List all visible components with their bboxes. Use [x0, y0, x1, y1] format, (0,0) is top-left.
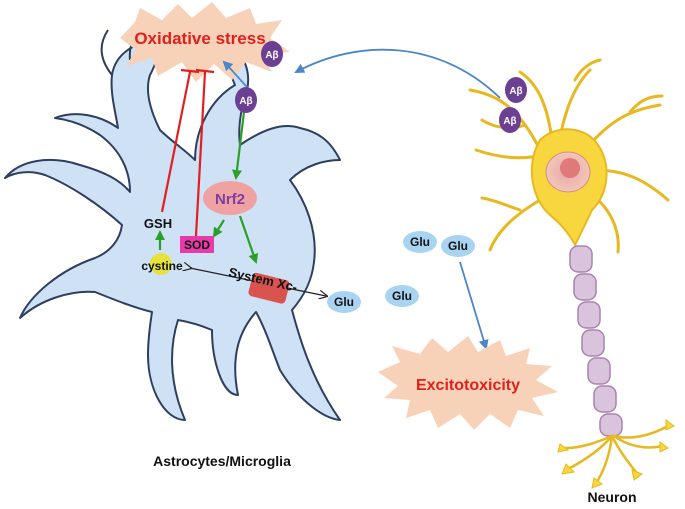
system-xc-transporter [248, 272, 290, 304]
glu-label: Glu [392, 289, 412, 303]
excitotoxicity-burst [378, 336, 558, 430]
glu-molecule: Glu [385, 285, 419, 307]
glu-label: Glu [410, 235, 430, 249]
abeta-badge-neuron-2: Aβ [499, 107, 521, 133]
axon-terminal-buttons [557, 419, 675, 489]
glu-to-excitotoxicity-arrow [459, 261, 489, 350]
glu-molecule: Glu [327, 291, 361, 313]
abeta-badge-cell: Aβ [235, 87, 257, 113]
inhibition-lines [160, 68, 215, 237]
nrf2-label: Nrf2 [215, 191, 245, 208]
cystine-label: cystine [141, 259, 183, 273]
abeta-to-stress-arrow [222, 60, 249, 89]
astrocytes-microglia-caption: Astrocytes/Microglia [153, 453, 291, 469]
glu-label: Glu [334, 295, 354, 309]
abeta-badge-top: Aβ [261, 41, 283, 67]
activation-arrows [155, 111, 259, 264]
nrf2-node: Nrf2 [203, 181, 257, 215]
sod-inhibit-bar [195, 68, 215, 74]
neuron-axon [569, 245, 623, 437]
neuron-abeta-to-astrocyte-arrow [294, 48, 501, 99]
neuron-nucleolus [560, 158, 580, 178]
abeta-badge-neuron-1: Aβ [505, 77, 527, 103]
sod-label: SOD [184, 238, 210, 252]
abeta-label: Aβ [509, 86, 522, 97]
glu-molecule: Glu [403, 231, 437, 253]
sod-node: SOD [180, 236, 214, 253]
sod-inhibits-stress-line [194, 71, 207, 237]
axon-terminals [564, 424, 670, 482]
nrf2-to-systemxc-arrow [238, 215, 259, 264]
nrf2-to-sod-arrow [212, 219, 225, 238]
oxidative-stress-label: Oxidative stress [134, 29, 265, 48]
abeta-label: Aβ [265, 50, 278, 61]
gsh-inhibit-bar [180, 68, 200, 74]
neuron-caption: Neuron [588, 489, 637, 505]
abeta-to-nrf2-arrow [231, 111, 246, 180]
astrocyte-cell-body [4, 39, 341, 421]
abeta-label: Aβ [239, 96, 252, 107]
oxidative-stress-burst [120, 2, 290, 82]
excitotoxicity-label: Excitotoxicity [416, 377, 520, 394]
glu-label: Glu [448, 239, 468, 253]
gsh-label: GSH [144, 216, 172, 231]
abeta-label: Aβ [503, 116, 516, 127]
gsh-inhibits-stress-line [160, 71, 192, 213]
glu-molecule: Glu [441, 235, 475, 257]
cystine-node: cystine [141, 253, 183, 275]
